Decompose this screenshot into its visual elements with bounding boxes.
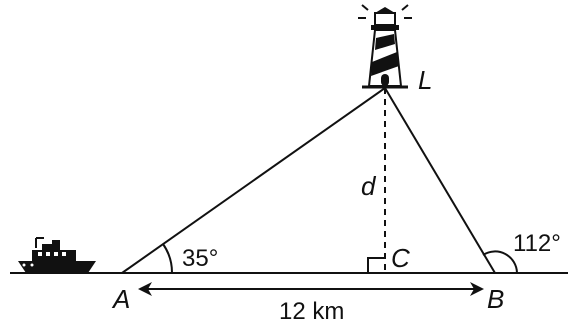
- angle-label-B: 112°: [513, 230, 561, 257]
- lighthouse-icon: [358, 4, 412, 89]
- distance-label: 12 km: [279, 298, 344, 322]
- distance-arrow: [138, 282, 484, 296]
- side-BL: [384, 87, 496, 274]
- point-label-L: L: [418, 65, 432, 95]
- point-label-C: C: [391, 243, 410, 273]
- ship-icon: [18, 237, 96, 273]
- angle-arc-A: [162, 243, 174, 274]
- right-angle-marker: [367, 257, 385, 273]
- height-label-d: d: [361, 171, 377, 201]
- angle-label-A: 35°: [182, 245, 218, 272]
- angle-arc-B: [482, 250, 518, 274]
- side-AL: [121, 87, 386, 274]
- point-label-A: A: [111, 284, 130, 314]
- point-label-B: B: [487, 284, 504, 314]
